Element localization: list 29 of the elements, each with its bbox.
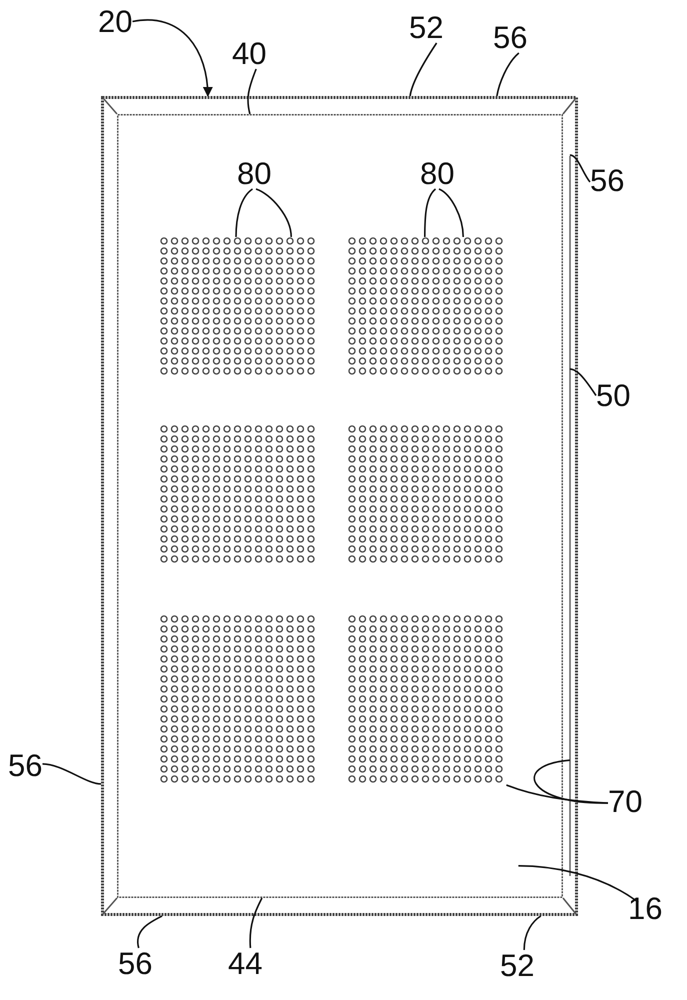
callout-number: 52: [409, 12, 444, 43]
leader-line: [570, 368, 597, 396]
leader-line: [534, 759, 608, 804]
callout-number: 16: [628, 893, 662, 924]
callout-number: 56: [118, 948, 152, 979]
leader-line: [570, 154, 591, 183]
callout-number: 70: [608, 786, 642, 817]
leader-line: [496, 52, 520, 96]
leader-line: [235, 188, 254, 238]
reference-arrow: [132, 19, 212, 97]
leader-line: [137, 915, 162, 948]
callout-number: 80: [237, 158, 272, 189]
callout-number: 44: [228, 948, 262, 979]
leader-line: [506, 784, 608, 804]
callout-number: 52: [500, 950, 534, 981]
leader-line: [409, 42, 438, 96]
callout-number: 50: [596, 380, 630, 411]
callout-number: 80: [420, 158, 454, 189]
leader-line: [42, 763, 102, 785]
callout-number: 56: [8, 750, 42, 781]
leader-line: [438, 188, 464, 238]
callout-number: 56: [493, 22, 528, 53]
callout-number: 40: [232, 38, 266, 69]
callout-number: 56: [590, 165, 624, 196]
callout-number: 20: [98, 6, 132, 37]
leader-line: [523, 915, 542, 950]
leader-line: [256, 188, 292, 238]
leader-line: [249, 898, 263, 948]
leader-line: [424, 188, 436, 237]
